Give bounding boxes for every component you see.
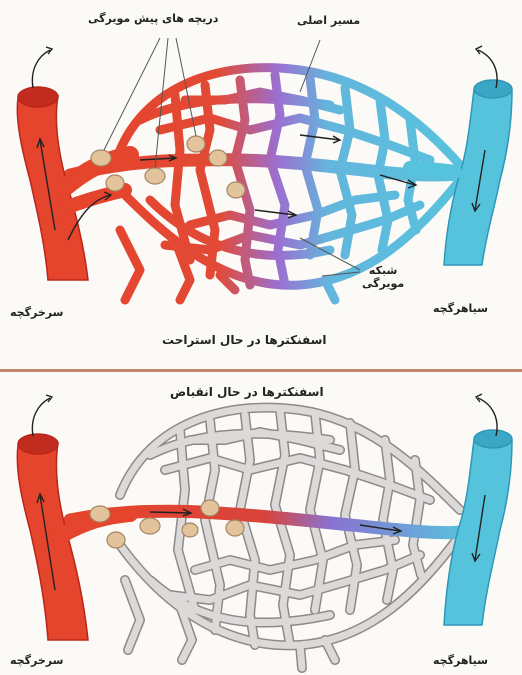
sphincter xyxy=(107,532,125,548)
sphincter xyxy=(201,500,219,516)
sphincter xyxy=(106,175,124,191)
sphincter xyxy=(227,182,245,198)
label-top-arteriole: سرخرگچه xyxy=(10,306,63,319)
label-capillary-network-line2: مویرگی xyxy=(362,277,404,290)
bottom-capillary-network xyxy=(120,408,460,668)
label-main-channel: مسیر اصلی xyxy=(297,14,360,27)
bottom-caption: اسفنکترها در حال انقباض xyxy=(170,386,324,399)
label-bottom-arteriole: سرخرگچه xyxy=(10,654,63,667)
sphincter xyxy=(91,150,111,166)
sphincter xyxy=(226,520,244,536)
label-precapillary-sphincters: دریچه های پیش مویرگی xyxy=(88,12,218,25)
label-top-venule: سیاهرگچه xyxy=(433,302,488,315)
bottom-flow-arrows xyxy=(32,394,497,590)
top-venule xyxy=(410,80,512,265)
sphincter xyxy=(187,136,205,152)
label-capillary-network-line1: شبکه xyxy=(362,264,404,277)
sphincter xyxy=(145,168,165,184)
panel-divider xyxy=(0,369,522,372)
sphincter xyxy=(90,506,110,522)
top-caption: اسفنکترها در حال استراحت xyxy=(162,334,327,347)
top-panel xyxy=(17,38,512,300)
label-bottom-venule: سیاهرگچه xyxy=(433,654,488,667)
sphincter xyxy=(140,518,160,534)
bottom-panel xyxy=(17,394,512,668)
sphincter xyxy=(209,150,227,166)
label-capillary-network: شبکه مویرگی xyxy=(362,264,404,290)
sphincter xyxy=(182,523,198,537)
